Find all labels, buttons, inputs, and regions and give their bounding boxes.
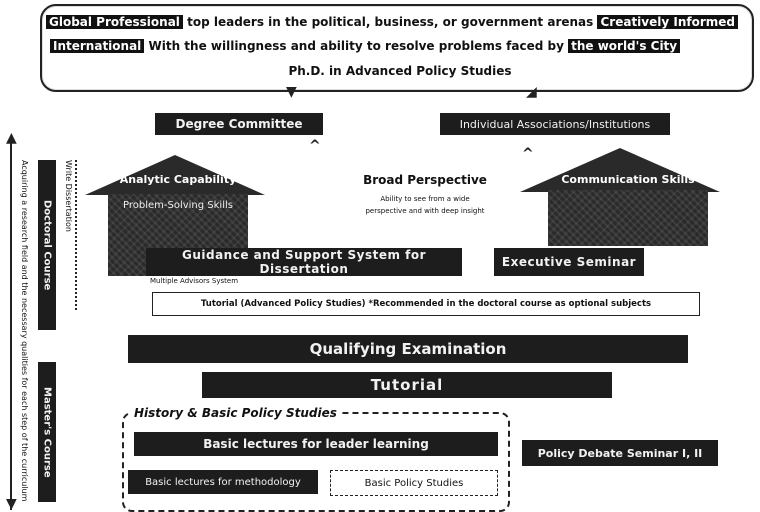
right-house-body bbox=[548, 190, 708, 246]
broad-perspective-sub-1: Ability to see from a wide bbox=[380, 195, 470, 203]
degree-title: Ph.D. in Advanced Policy Studies bbox=[288, 64, 512, 78]
qualifying-exam-bar: Qualifying Examination bbox=[128, 335, 688, 363]
history-basic-title: History & Basic Policy Studies bbox=[130, 406, 341, 420]
banner-tag-global: Global Professional bbox=[46, 15, 183, 29]
broad-perspective-title: Broad Perspective bbox=[363, 173, 487, 187]
banner-text-2: With the willingness and ability to reso… bbox=[148, 39, 564, 53]
tutorial-note: Tutorial (Advanced Policy Studies) *Reco… bbox=[152, 292, 700, 316]
policy-debate-bar: Policy Debate Seminar I, II bbox=[522, 440, 718, 466]
arrow-up-left-icon: ^ bbox=[309, 138, 321, 154]
guidance-subtext: Multiple Advisors System bbox=[150, 277, 239, 285]
arrow-down-right-icon: ◢ bbox=[526, 84, 537, 100]
vertical-progress-line bbox=[10, 138, 24, 510]
left-house-roof bbox=[85, 155, 265, 195]
banner-line-2: International With the willingness and a… bbox=[50, 38, 681, 54]
left-house-label-2: Problem-Solving Skills bbox=[123, 199, 233, 211]
methodology-bar: Basic lectures for methodology bbox=[128, 470, 318, 494]
tutorial-bar: Tutorial bbox=[202, 372, 612, 398]
banner-line-1: Global Professional top leaders in the p… bbox=[46, 14, 738, 30]
degree-committee-box: Degree Committee bbox=[155, 113, 323, 135]
banner-text-1: top leaders in the political, business, … bbox=[187, 15, 594, 29]
associations-box: Individual Associations/Institutions bbox=[440, 113, 670, 135]
arrow-down-left-icon: ▼ bbox=[286, 84, 297, 100]
elective-box: Basic Policy Studies bbox=[330, 470, 498, 496]
arrow-up-icon: ▲ bbox=[6, 130, 17, 146]
arrow-down-icon: ▼ bbox=[6, 496, 17, 512]
banner-tag-international: International bbox=[50, 39, 145, 53]
doctoral-course-label: Doctoral Course bbox=[38, 160, 56, 330]
banner-tag-world: the world's City bbox=[568, 39, 681, 53]
broad-perspective-sub-2: perspective and with deep insight bbox=[365, 207, 485, 215]
guidance-bar: Guidance and Support System for Disserta… bbox=[146, 248, 462, 276]
basic-lectures-bar: Basic lectures for leader learning bbox=[134, 432, 498, 456]
right-house-label: Communication Skills bbox=[561, 172, 695, 186]
right-house-roof bbox=[520, 148, 720, 192]
basic-studies-group bbox=[122, 412, 510, 512]
left-house-label-1: Analytic Capability bbox=[119, 172, 237, 186]
side-long-text: Acquiring a research field and the neces… bbox=[20, 160, 29, 502]
write-dissertation-label: Write Dissertation bbox=[64, 160, 77, 310]
banner-tag-creative: Creatively Informed bbox=[597, 15, 738, 29]
executive-seminar-bar: Executive Seminar bbox=[494, 248, 644, 276]
master-course-label: Master's Course bbox=[38, 362, 56, 502]
